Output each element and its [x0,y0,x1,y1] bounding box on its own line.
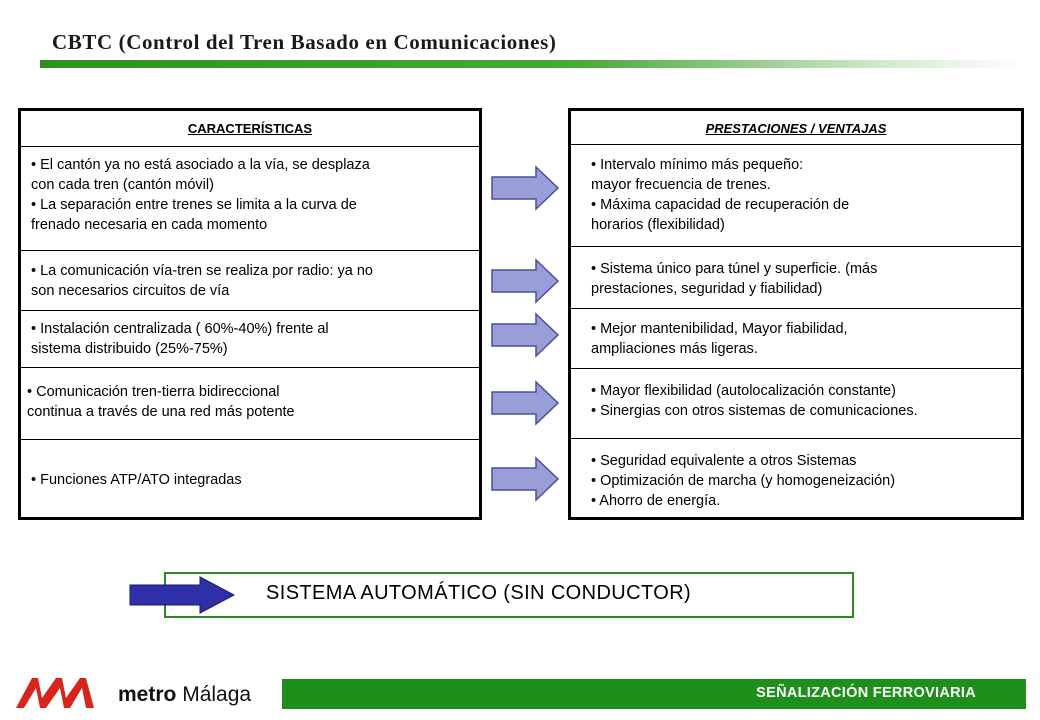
text-line: ampliaciones más ligeras. [591,341,758,357]
characteristics-cell-1: • El cantón ya no está asociado a la vía… [21,146,479,252]
text-line: • Seguridad equivalente a otros Sistemas [591,453,857,469]
text-line: • La comunicación vía-tren se realiza po… [31,263,373,279]
characteristics-cell-2: • La comunicación vía-tren se realiza po… [21,250,479,310]
conclusion-box: SISTEMA AUTOMÁTICO (SIN CONDUCTOR) [164,572,854,618]
characteristics-cell-4: • Comunicación tren-tierra bidireccional… [21,367,479,439]
title-underline [40,60,1020,68]
text-line: • Sistema único para túnel y superficie.… [591,261,878,277]
text-line: • El cantón ya no está asociado a la vía… [31,157,370,173]
text-line: • Ahorro de energía. [591,493,721,509]
text-line: son necesarios circuitos de vía [31,283,230,299]
logo-word-metro: metro [118,683,177,706]
text-line: frenado necesaria en cada momento [31,217,268,233]
right-arrow-icon [491,258,560,304]
benefits-header: PRESTACIONES / VENTAJAS [705,121,887,136]
right-arrow-icon [491,165,560,211]
text-line: • Funciones ATP/ATO integradas [31,472,242,488]
right-arrow-icon [491,456,560,502]
text-line: • La separación entre trenes se limita a… [31,197,357,213]
text-line: continua a través de una red más potente [27,404,295,420]
characteristics-cell-5: • Funciones ATP/ATO integradas [21,439,479,517]
text-line: • Máxima capacidad de recuperación de [591,197,850,213]
conclusion-arrow-icon [129,576,236,614]
right-arrow-icon [491,312,560,358]
benefits-cell-3: • Mejor mantenibilidad, Mayor fiabilidad… [571,308,1021,368]
right-arrow-icon [491,380,560,426]
text-line: mayor frecuencia de trenes. [591,177,771,193]
benefits-cell-1: • Intervalo mínimo más pequeño: mayor fr… [571,144,1021,246]
text-line: prestaciones, seguridad y fiabilidad) [591,281,823,297]
footer-section-label: SEÑALIZACIÓN FERROVIARIA [756,685,976,701]
footer-bar: SEÑALIZACIÓN FERROVIARIA [282,679,1026,709]
conclusion-text: SISTEMA AUTOMÁTICO (SIN CONDUCTOR) [266,582,692,604]
metro-malaga-logo-icon [16,678,94,708]
text-line: sistema distribuido (25%-75%) [31,341,228,357]
benefits-cell-2: • Sistema único para túnel y superficie.… [571,246,1021,308]
text-line: • Optimización de marcha (y homogeneizac… [591,473,896,489]
benefits-panel: PRESTACIONES / VENTAJAS • Intervalo míni… [568,108,1024,520]
text-line: • Comunicación tren-tierra bidireccional [27,384,280,400]
text-line: • Instalación centralizada ( 60%-40%) fr… [31,321,329,337]
characteristics-header: CARACTERÍSTICAS [187,121,313,136]
logo-wordmark: metro Málaga [118,683,251,707]
logo-word-malaga: Málaga [182,683,252,706]
benefits-cell-5: • Seguridad equivalente a otros Sistemas… [571,438,1021,517]
characteristics-panel: CARACTERÍSTICAS • El cantón ya no está a… [18,108,482,520]
text-line: • Mejor mantenibilidad, Mayor fiabilidad… [591,321,848,337]
text-line: • Sinergias con otros sistemas de comuni… [591,403,918,419]
text-line: con cada tren (cantón móvil) [31,177,214,193]
text-line: • Mayor flexibilidad (autolocalización c… [591,383,896,399]
benefits-cell-4: • Mayor flexibilidad (autolocalización c… [571,368,1021,438]
text-line: horarios (flexibilidad) [591,217,725,233]
characteristics-cell-3: • Instalación centralizada ( 60%-40%) fr… [21,310,479,366]
slide-title: CBTC (Control del Tren Basado en Comunic… [52,30,557,54]
text-line: • Intervalo mínimo más pequeño: [591,157,804,173]
